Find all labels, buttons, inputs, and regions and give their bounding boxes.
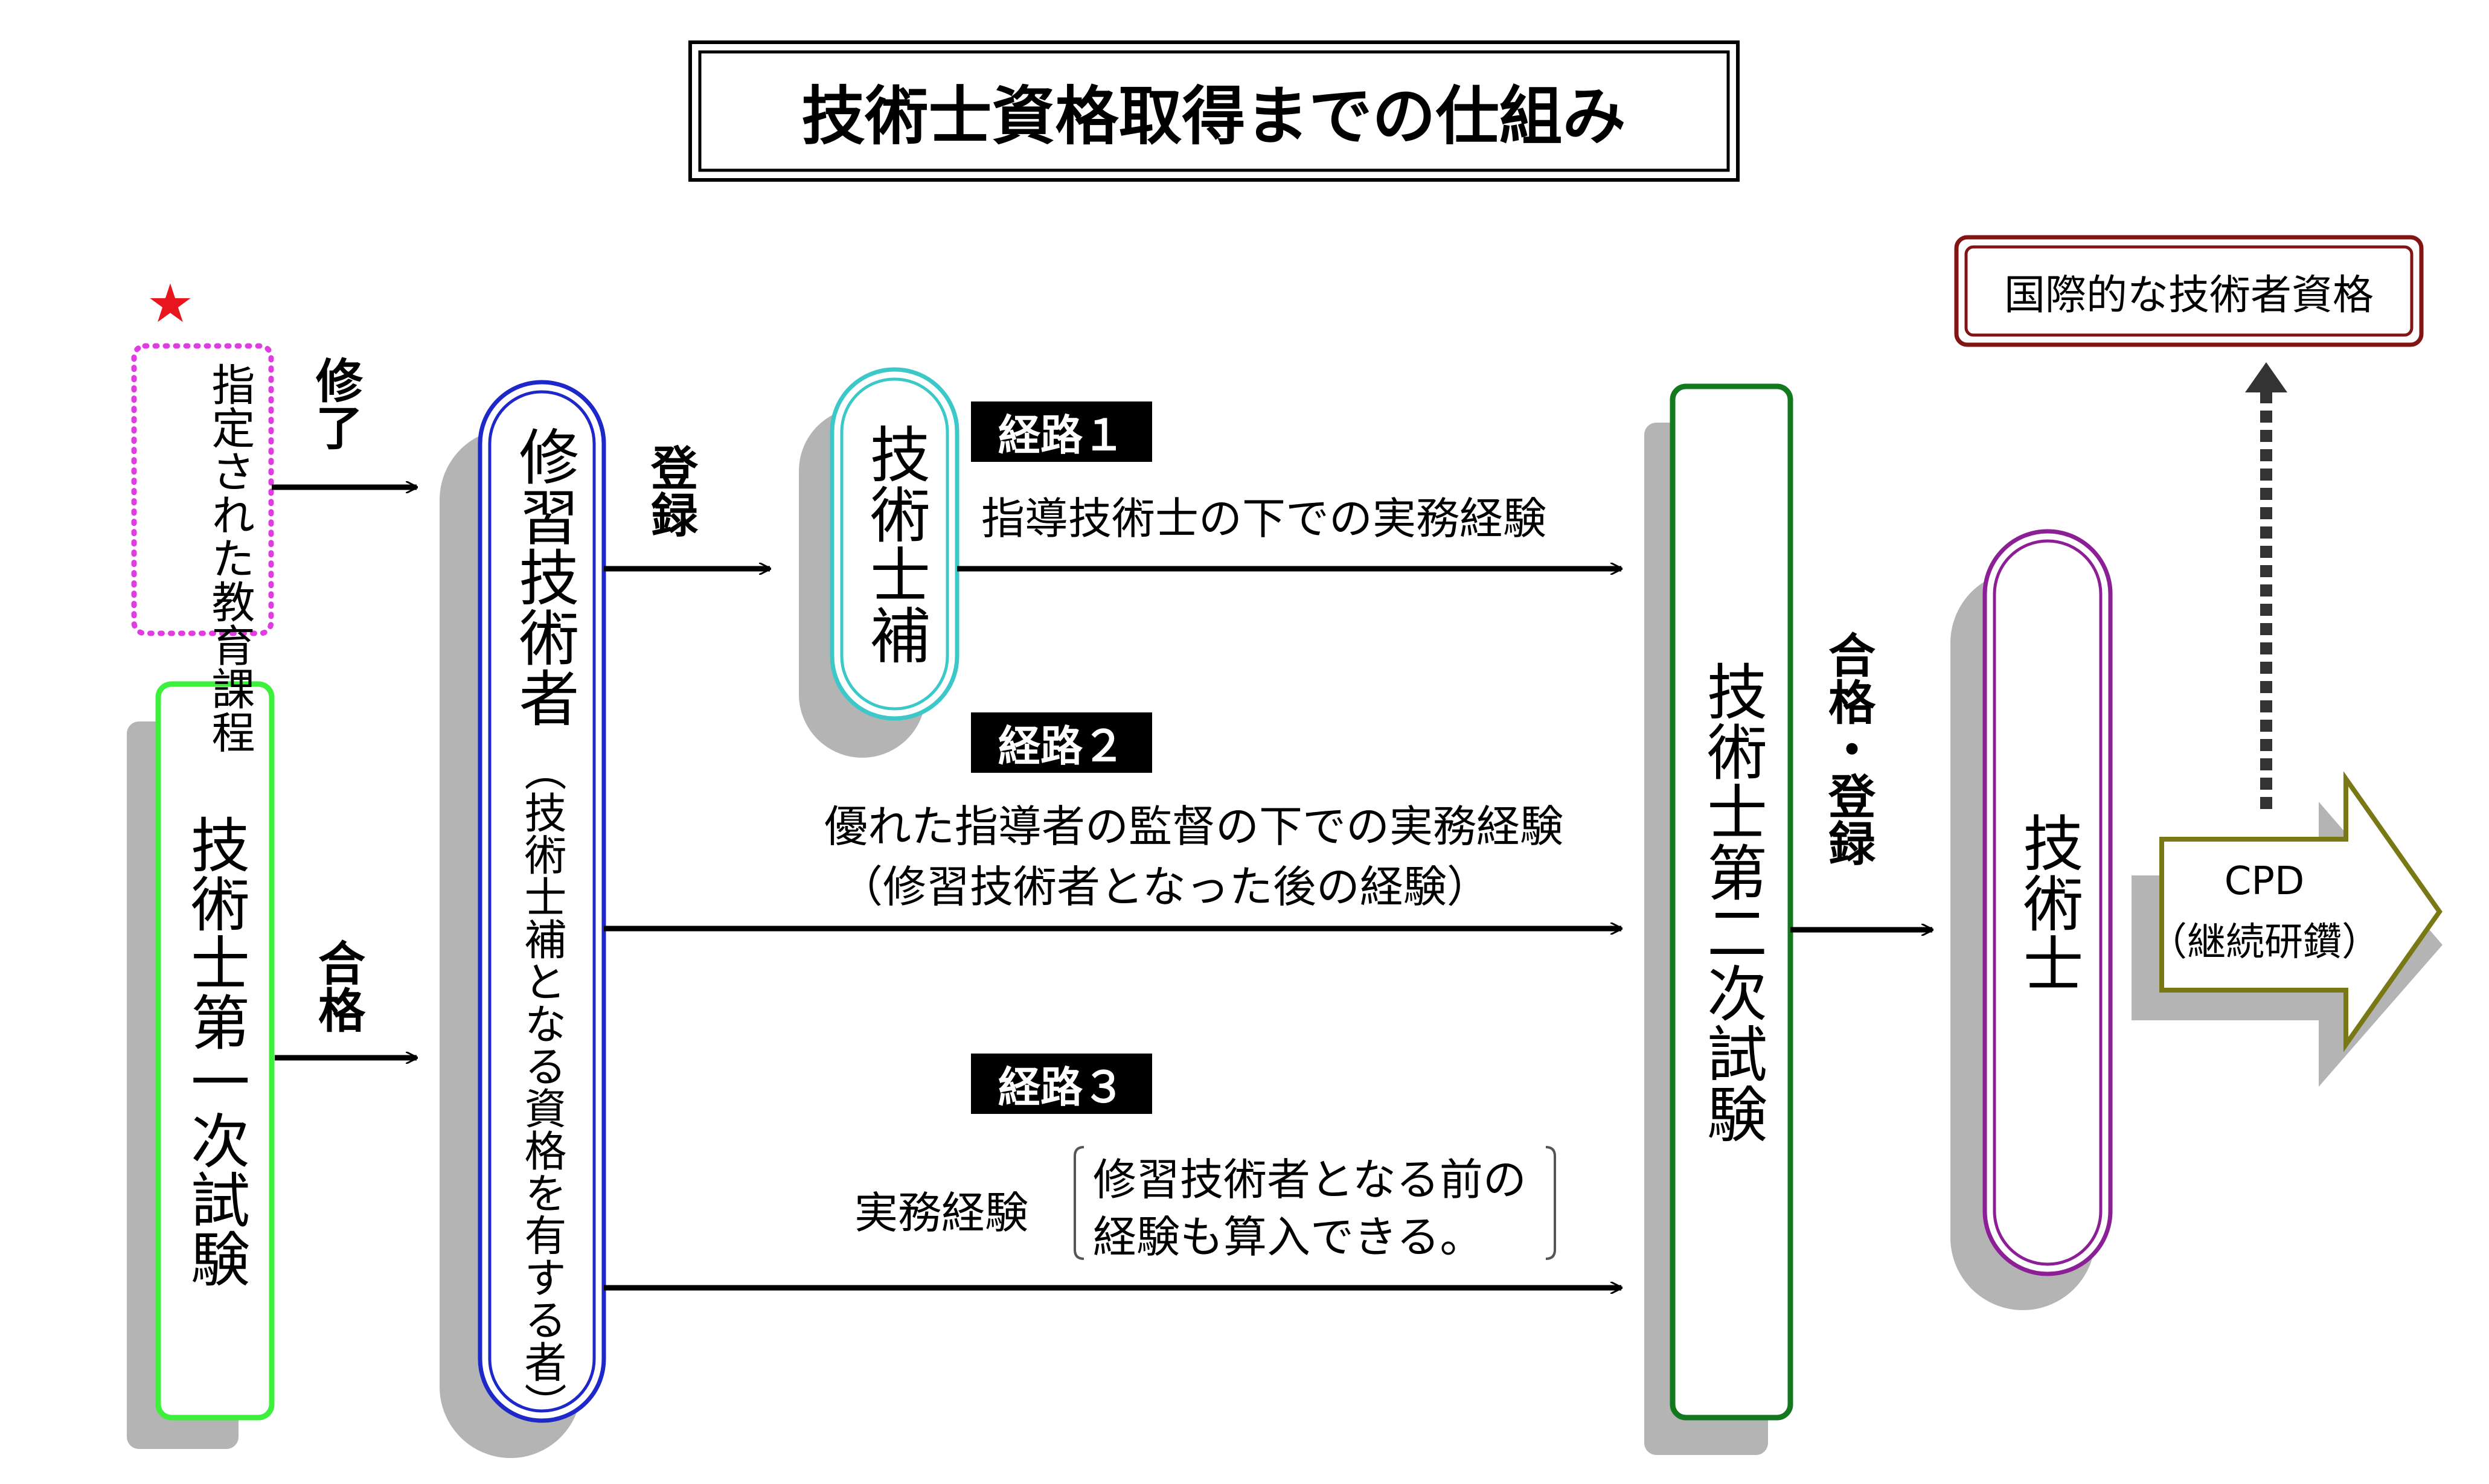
second-exam-box <box>1670 383 1793 1421</box>
pass-label-first: 合格 <box>310 939 365 1033</box>
first-exam-text-wrap: 技術士第一次試験 <box>158 684 272 1418</box>
register-label: 登録 <box>643 444 697 538</box>
first-exam-label: 技術士第一次試験 <box>181 814 249 1288</box>
route-3-badge: 経路３ <box>971 1054 1152 1114</box>
trainee-label: 修習技術者 <box>508 426 579 728</box>
assistant-box-inner <box>840 377 949 711</box>
route-3-desc: 実務経験 <box>854 1188 1029 1238</box>
route-2-badge: 経路２ <box>971 712 1152 773</box>
dotted-arrow-head <box>2245 362 2287 392</box>
title-frame <box>688 40 1740 182</box>
pass-register-label: 合格・登録 <box>1821 631 1875 866</box>
engineer-box-outer <box>1982 529 2113 1276</box>
page-title: 技術士資格取得までの仕組み <box>801 80 1626 153</box>
designated-course-box <box>131 343 274 636</box>
international-box <box>1954 235 2424 347</box>
trainee-box-outer <box>478 380 606 1423</box>
engineer-text-wrap: 技術士 <box>1994 541 2101 1264</box>
route-3-note-line2: 経験も算入できる。 <box>1093 1212 1484 1262</box>
second-exam-label: 技術士第二次試験 <box>1696 660 1767 1143</box>
engineer-label: 技術士 <box>2013 812 2083 993</box>
cpd-sub-label: （継続研鑽） <box>2148 920 2380 965</box>
star-icon: ★ <box>146 272 194 334</box>
engineer-box-inner <box>1993 539 2103 1266</box>
trainee-box-inner <box>488 390 596 1413</box>
route-3-note-line1: 修習技術者となる前の <box>1093 1154 1526 1205</box>
assistant-label: 技術士補 <box>859 423 931 665</box>
international-label: 国際的な技術者資格 <box>2004 271 2374 319</box>
cpd-label: CPD <box>2224 859 2305 904</box>
route-2-desc: 優れた指導者の監督の下での実務経験 <box>824 801 1564 852</box>
cpd-arrow <box>2159 771 2443 1052</box>
route-1-desc: 指導技術士の下での実務経験 <box>981 493 1547 544</box>
trainee-note: （技術士補となる資格を有する者） <box>517 749 567 1425</box>
note-bracket <box>1074 1146 1556 1260</box>
assistant-box-outer <box>830 367 959 721</box>
first-exam-box <box>155 681 275 1421</box>
second-exam-text-wrap: 技術士第二次試験 <box>1673 386 1790 1418</box>
designated-course-label: 指定された教育課程 <box>204 362 255 753</box>
route-1-badge: 経路１ <box>971 401 1152 462</box>
assistant-text-wrap: 技術士補 <box>842 379 947 709</box>
route-2-desc-sub: （修習技術者となった後の経験） <box>839 862 1490 912</box>
completion-label: 修了 <box>308 356 362 450</box>
